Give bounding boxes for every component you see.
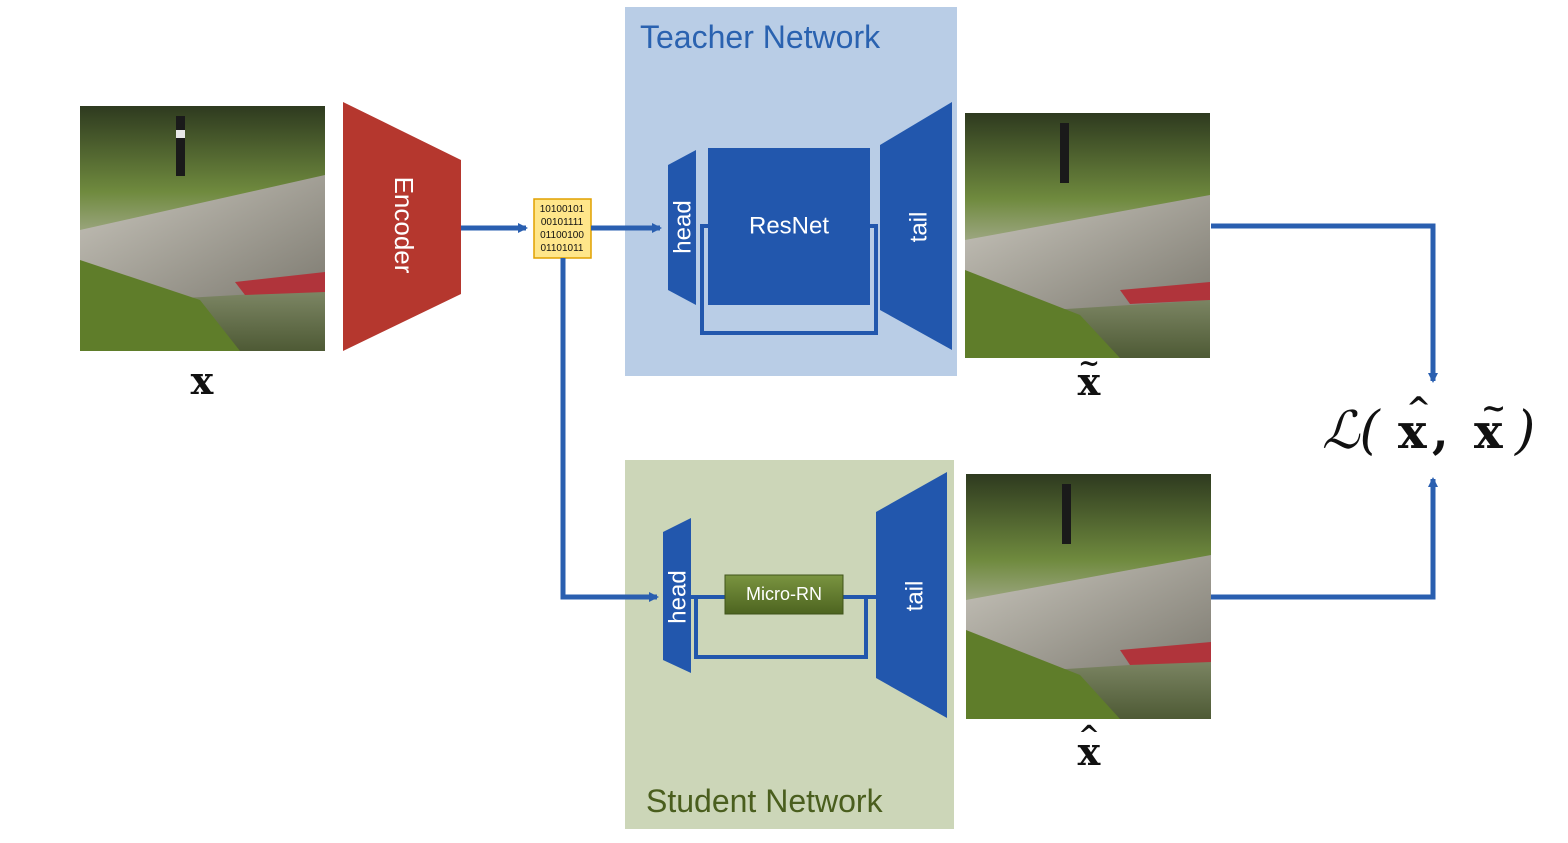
hat-accent: ^ [1406, 391, 1431, 426]
tilde-accent: ~ [1481, 391, 1506, 426]
bitstream-line-3: 01100100 [540, 230, 584, 241]
bitstream-line-4: 01101011 [540, 243, 583, 254]
teacher-output-image [965, 113, 1210, 358]
tilde-accent: ~ [1078, 349, 1100, 379]
student-output-image [966, 474, 1211, 719]
loss-prefix: ℒ( [1322, 401, 1381, 461]
input-symbol: x [191, 358, 214, 403]
student-title: Student Network [646, 783, 884, 819]
encoder-block [343, 102, 461, 351]
teacher-head-block [668, 150, 696, 305]
hat-accent: ^ [1078, 721, 1100, 751]
svg-text:x: x [1078, 729, 1101, 774]
loss-separator: , [1432, 404, 1449, 460]
student-micro-rn-block [724, 574, 844, 615]
student-tail-block [876, 472, 947, 718]
teacher-title: Teacher Network [640, 19, 881, 55]
loss-arg-2: x [1474, 404, 1503, 460]
teacher-head-label: head [669, 200, 696, 253]
teacher-output-symbol: x ~ [1078, 349, 1101, 404]
teacher-tail-label: tail [905, 212, 932, 243]
loss-formula: ℒ( x ^ , x ~ ) [1322, 391, 1535, 461]
bitstream-line-1: 10100101 [540, 204, 585, 215]
loss-arg-1: x [1398, 404, 1427, 460]
teacher-resnet-block [708, 148, 870, 305]
student-tail-label: tail [901, 581, 928, 612]
encoder-label: Encoder [389, 177, 419, 274]
student-micro-rn-label: Micro-RN [746, 584, 822, 604]
student-head-block [663, 518, 691, 673]
svg-text:x: x [1078, 359, 1101, 404]
student-head-label: head [664, 570, 691, 623]
bits-to-student-arrow [560, 258, 659, 602]
teacher-tail-block [880, 102, 952, 350]
loss-suffix: ) [1514, 401, 1535, 461]
student-output-symbol: x ^ [1078, 721, 1101, 774]
teacher-resnet-label: ResNet [749, 212, 829, 239]
teacher-output-to-loss-arrow [1211, 223, 1438, 383]
student-output-to-loss-arrow [1211, 477, 1438, 600]
input-image [80, 106, 325, 351]
bitstream-line-2: 00101111 [541, 217, 584, 228]
